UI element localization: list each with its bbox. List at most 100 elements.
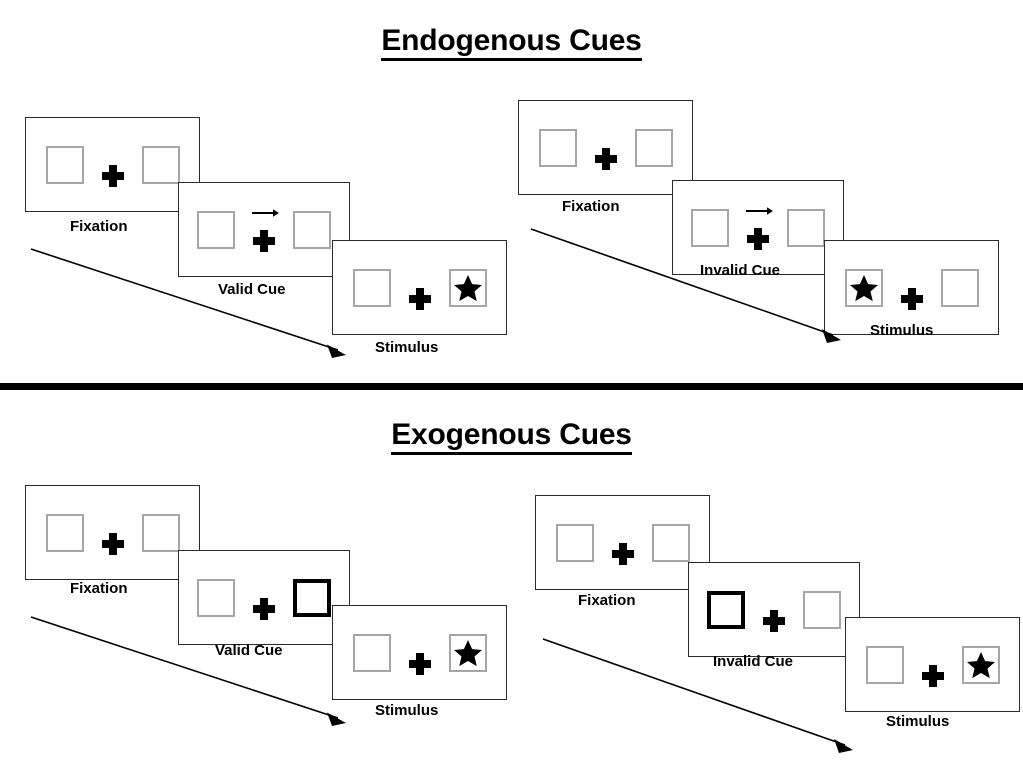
panel-exogenous-invalid-fixation[interactable] (535, 495, 710, 590)
plus-icon (763, 609, 785, 632)
placeholder-box-icon (448, 268, 487, 307)
fixation-centre (608, 520, 638, 566)
panel-endogenous-valid-fixation[interactable] (25, 117, 200, 212)
placeholder-box-icon (940, 268, 979, 307)
placeholder-box-icon (787, 208, 825, 247)
cue-box-highlight-icon (293, 578, 331, 617)
panel-label-exogenous-invalid-stimulus: Stimulus (886, 713, 950, 730)
placeholder-box-left (197, 578, 235, 617)
fixation-centre (249, 575, 279, 621)
placeholder-box-right (940, 268, 979, 307)
placeholder-box-icon (197, 578, 235, 617)
placeholder-box-icon (45, 145, 84, 184)
placeholder-box-icon (538, 128, 577, 167)
placeholder-box-icon (691, 208, 729, 247)
cue-box-highlight-icon (707, 590, 745, 629)
arrow-right-icon (252, 208, 279, 217)
placeholder-box-left (555, 523, 594, 562)
plus-icon (408, 287, 431, 310)
placeholder-box-left (865, 645, 904, 684)
cue-centre (249, 207, 279, 253)
panel-exogenous-invalid-stimulus[interactable] (845, 617, 1020, 712)
panel-endogenous-valid-stimulus[interactable] (332, 240, 507, 335)
panel-label-endogenous-invalid-cue: Invalid Cue (700, 262, 781, 279)
panel-exogenous-valid-cue[interactable] (178, 550, 350, 645)
panel-label-exogenous-valid-stimulus: Stimulus (375, 702, 439, 719)
plus-icon (101, 532, 124, 555)
panel-label-endogenous-valid-cue: Valid Cue (218, 281, 286, 298)
placeholder-box-left (538, 128, 577, 167)
placeholder-box-icon (555, 523, 594, 562)
placeholder-box-icon (961, 645, 1000, 684)
panel-label-endogenous-invalid-stimulus: Stimulus (870, 322, 934, 339)
fixation-centre (591, 125, 621, 171)
placeholder-box-right (448, 633, 487, 672)
placeholder-box-icon (865, 645, 904, 684)
placeholder-box-right (293, 210, 331, 249)
plus-icon (611, 542, 634, 565)
placeholder-box-icon (293, 210, 331, 249)
panel-endogenous-invalid-fixation[interactable] (518, 100, 693, 195)
placeholder-box-left (352, 268, 391, 307)
plus-icon (921, 664, 944, 687)
placeholder-box-left (352, 633, 391, 672)
plus-icon (408, 652, 431, 675)
panel-exogenous-valid-fixation[interactable] (25, 485, 200, 580)
placeholder-box-right (787, 208, 825, 247)
panel-label-exogenous-valid-cue: Valid Cue (215, 642, 283, 659)
placeholder-box-left (45, 513, 84, 552)
panel-endogenous-invalid-cue[interactable] (672, 180, 844, 275)
panel-endogenous-valid-cue[interactable] (178, 182, 350, 277)
placeholder-box-icon (45, 513, 84, 552)
arrow-right-icon (746, 206, 773, 215)
placeholder-box-icon (803, 590, 841, 629)
section-title-endogenous: Endogenous Cues (0, 24, 1023, 61)
panel-label-exogenous-valid-fixation: Fixation (70, 580, 128, 597)
cue-centre (743, 205, 773, 251)
placeholder-box-icon (141, 513, 180, 552)
panel-exogenous-invalid-cue[interactable] (688, 562, 860, 657)
plus-icon (253, 597, 275, 620)
section-title-endogenous-text: Endogenous Cues (381, 24, 642, 61)
plus-icon (253, 229, 275, 252)
fixation-centre (918, 642, 948, 688)
placeholder-box-icon (141, 145, 180, 184)
placeholder-box-icon (634, 128, 673, 167)
fixation-centre (405, 265, 435, 311)
panel-label-exogenous-invalid-fixation: Fixation (578, 592, 636, 609)
plus-icon (594, 147, 617, 170)
panel-exogenous-valid-stimulus[interactable] (332, 605, 507, 700)
section-title-exogenous: Exogenous Cues (0, 418, 1023, 455)
fixation-centre (897, 265, 927, 311)
placeholder-box-left (844, 268, 883, 307)
placeholder-box-right (961, 645, 1000, 684)
placeholder-box-icon (651, 523, 690, 562)
plus-icon (101, 164, 124, 187)
placeholder-box-icon (352, 268, 391, 307)
placeholder-box-icon (448, 633, 487, 672)
placeholder-box-icon (197, 210, 235, 249)
fixation-centre (405, 630, 435, 676)
section-title-exogenous-text: Exogenous Cues (391, 418, 632, 455)
placeholder-box-right (634, 128, 673, 167)
star-icon (453, 274, 482, 301)
placeholder-box-left (197, 210, 235, 249)
star-icon (453, 639, 482, 666)
placeholder-box-right (448, 268, 487, 307)
panel-label-endogenous-invalid-fixation: Fixation (562, 198, 620, 215)
plus-icon (900, 287, 923, 310)
placeholder-box-left (45, 145, 84, 184)
star-icon (849, 274, 878, 301)
placeholder-box-right (141, 513, 180, 552)
fixation-centre (98, 142, 128, 188)
panel-label-endogenous-valid-stimulus: Stimulus (375, 339, 439, 356)
placeholder-box-right (141, 145, 180, 184)
section-divider (0, 383, 1023, 390)
panel-endogenous-invalid-stimulus[interactable] (824, 240, 999, 335)
panel-label-exogenous-invalid-cue: Invalid Cue (713, 653, 794, 670)
fixation-centre (759, 587, 789, 633)
placeholder-box-left (691, 208, 729, 247)
placeholder-box-right (651, 523, 690, 562)
placeholder-box-icon (844, 268, 883, 307)
